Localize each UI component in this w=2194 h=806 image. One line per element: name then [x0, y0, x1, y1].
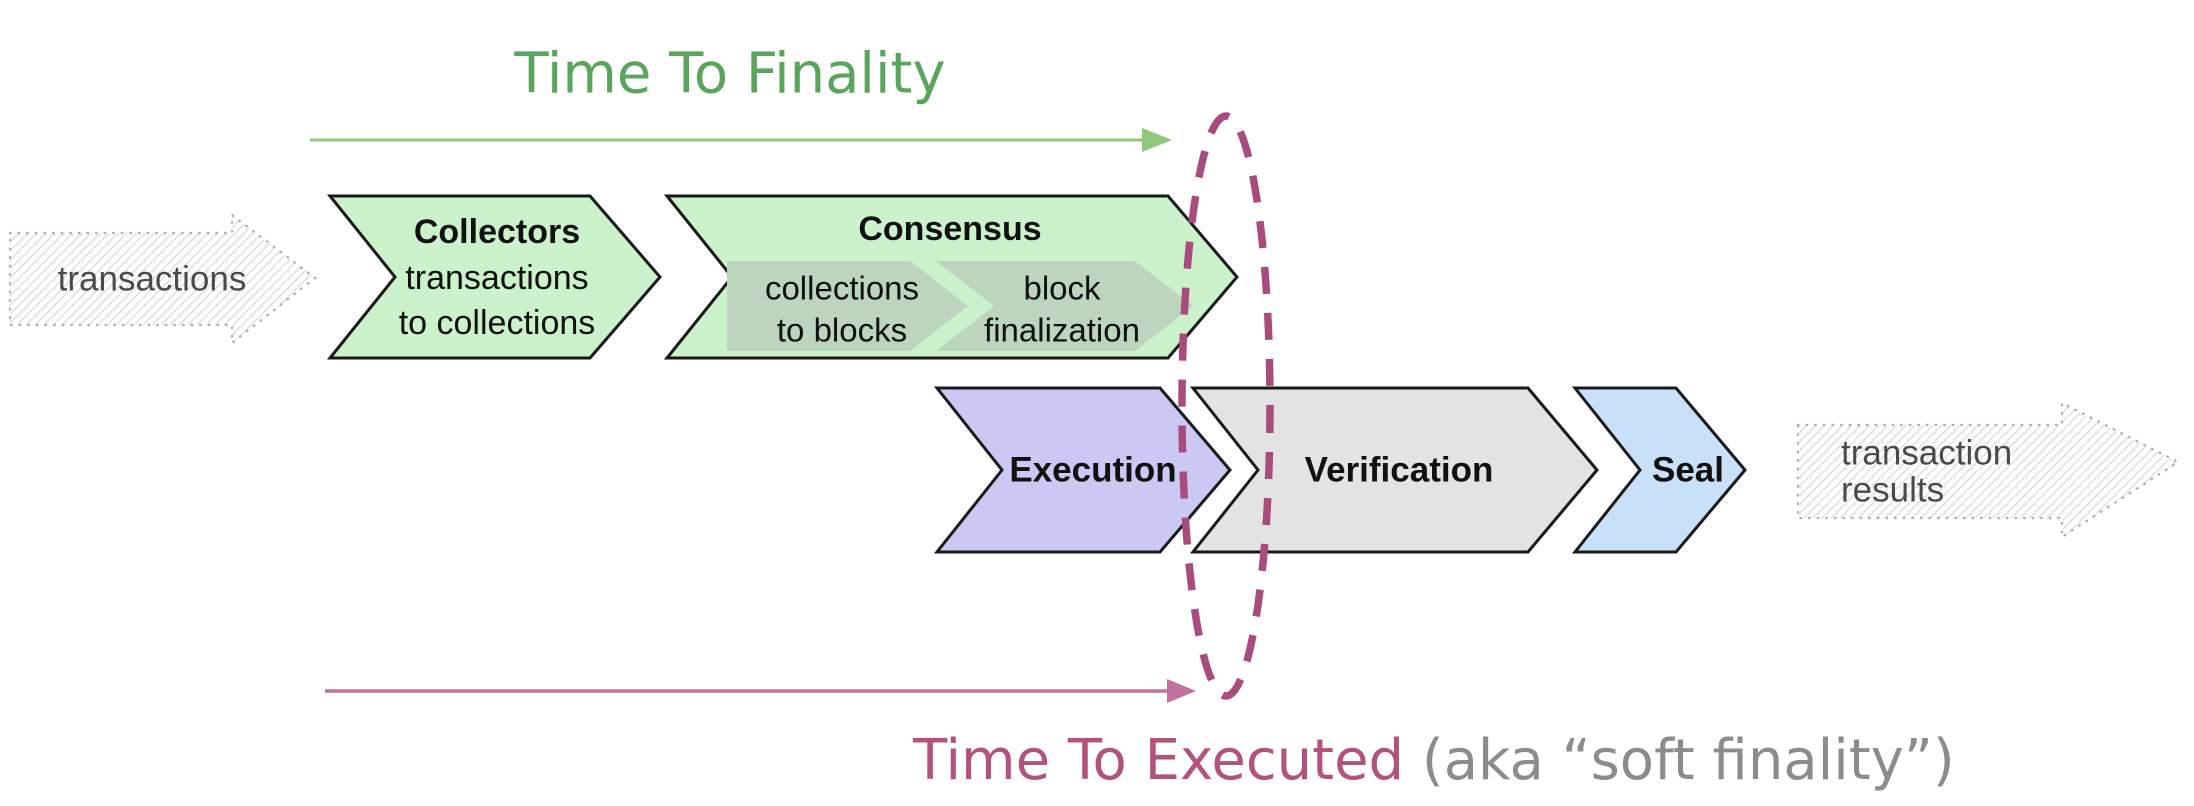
consensus-sub-finalization-shape — [936, 261, 1193, 351]
seal-shape — [1571, 386, 1747, 554]
time-to-executed-label: Time To Executed — [912, 728, 1404, 793]
executed-ellipse — [1178, 112, 1274, 700]
collectors-title: Collectors — [414, 213, 580, 251]
execution-chevron: Execution — [933, 386, 1232, 554]
consensus-title: Consensus — [858, 210, 1041, 248]
collectors-shape — [326, 194, 662, 360]
time-to-finality-title: Time To Finality — [513, 42, 945, 107]
verification-label: Verification — [1305, 451, 1494, 490]
soft-finality-note: (aka “soft finality”) — [1404, 728, 1955, 793]
sub-finalization-line-2: finalization — [984, 312, 1140, 349]
finality-arrow-head — [1142, 128, 1172, 152]
sub-finalization-line-1: block — [1023, 270, 1101, 307]
collectors-line-2: to collections — [399, 304, 596, 342]
consensus-sub-collections-shape — [727, 261, 968, 351]
consensus-chevron: Consensus collections to blocks block fi… — [663, 194, 1239, 360]
results-label-1: transaction — [1841, 434, 2012, 473]
transactions-input-arrow: transactions — [8, 212, 317, 346]
sub-collections-line-2: to blocks — [777, 312, 907, 349]
transactions-arrow-outline — [8, 212, 317, 346]
finality-timeline-arrow — [310, 128, 1172, 152]
results-arrow-shape — [1798, 403, 2178, 537]
verification-chevron: Verification — [1189, 386, 1599, 554]
executed-timeline-arrow — [325, 679, 1196, 703]
verification-shape — [1189, 386, 1599, 554]
executed-arrow-head — [1167, 679, 1196, 703]
results-label-2: results — [1841, 471, 1944, 510]
results-output-arrow: transaction results — [1796, 401, 2181, 540]
transactions-arrow-shape — [10, 215, 315, 343]
collectors-line-1: transactions — [405, 259, 588, 297]
seal-label: Seal — [1652, 451, 1724, 490]
results-arrow-outline — [1796, 401, 2181, 540]
execution-shape — [933, 386, 1232, 554]
transactions-label: transactions — [58, 260, 247, 299]
collectors-chevron: Collectors transactions to collections — [326, 194, 662, 360]
sub-collections-line-1: collections — [765, 270, 919, 307]
time-to-executed-title: Time To Executed (aka “soft finality”) — [912, 728, 1955, 793]
execution-label: Execution — [1009, 451, 1176, 490]
seal-chevron: Seal — [1571, 386, 1747, 554]
